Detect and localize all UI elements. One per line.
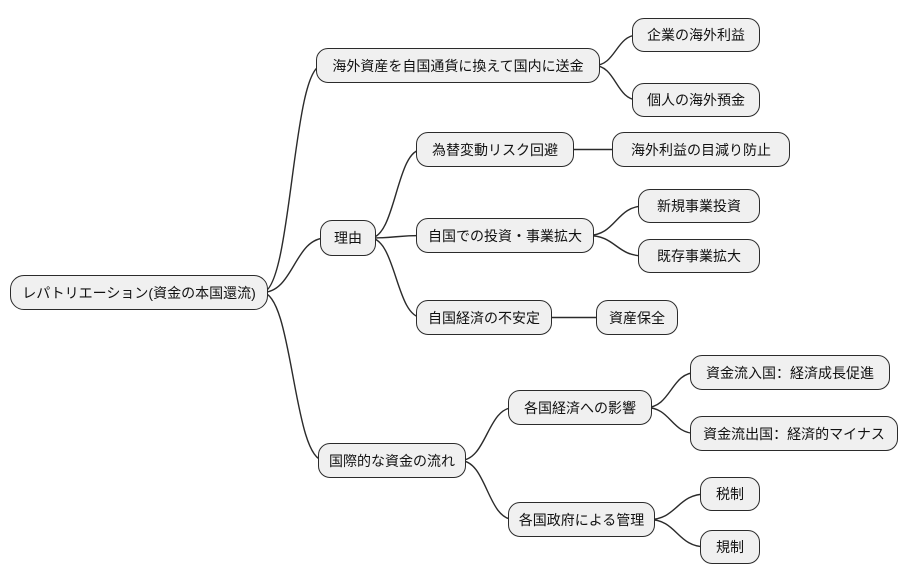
node-outflow-country-negative: 資金流出国：経済的マイナス [690, 416, 898, 451]
edge-econ-inflow [645, 371, 697, 409]
edge-gov-tax [648, 493, 707, 521]
edge-intl-gov-control [459, 459, 515, 521]
node-prevent-overseas-profit-loss: 海外利益の目減り防止 [612, 132, 790, 167]
node-international-money-flow: 国際的な資金の流れ [318, 443, 466, 478]
edge-root-intl-flow [261, 291, 325, 462]
edge-reason-domestic-invest [369, 234, 423, 239]
node-unstable-home-economy: 自国経済の不安定 [416, 300, 552, 335]
edge-gov-regulation [648, 518, 707, 548]
edge-root-remit [261, 64, 323, 294]
edge-root-reason [261, 237, 327, 294]
edge-domestic-new-business [587, 205, 645, 237]
node-impact-on-national-economies: 各国経済への影響 [508, 390, 652, 425]
node-domestic-investment-expansion: 自国での投資・事業拡大 [416, 218, 594, 253]
node-reason: 理由 [320, 220, 376, 256]
node-root-repatriation: レパトリエーション(資金の本国還流) [10, 275, 268, 310]
node-government-management: 各国政府による管理 [508, 502, 655, 537]
edge-intl-econ-impact [459, 406, 515, 462]
node-regulation: 規制 [700, 530, 760, 564]
node-existing-business-expansion: 既存事業拡大 [638, 239, 760, 273]
edge-reason-fx-risk [369, 148, 423, 239]
node-asset-protection: 資産保全 [596, 300, 678, 335]
edge-domestic-existing-business [587, 234, 645, 257]
node-personal-overseas-deposit: 個人の海外預金 [632, 83, 760, 117]
node-inflow-country-growth: 資金流入国：経済成長促進 [690, 355, 890, 390]
node-new-business-investment: 新規事業投資 [638, 189, 760, 223]
edge-reason-unstable-economy [369, 237, 423, 319]
node-corporate-overseas-profit: 企業の海外利益 [632, 18, 760, 52]
edge-econ-outflow [645, 406, 697, 435]
node-remit-overseas-assets: 海外資産を自国通貨に換えて国内に送金 [316, 48, 600, 83]
node-tax-system: 税制 [700, 477, 760, 511]
node-fx-risk-avoidance: 為替変動リスク回避 [416, 132, 574, 167]
